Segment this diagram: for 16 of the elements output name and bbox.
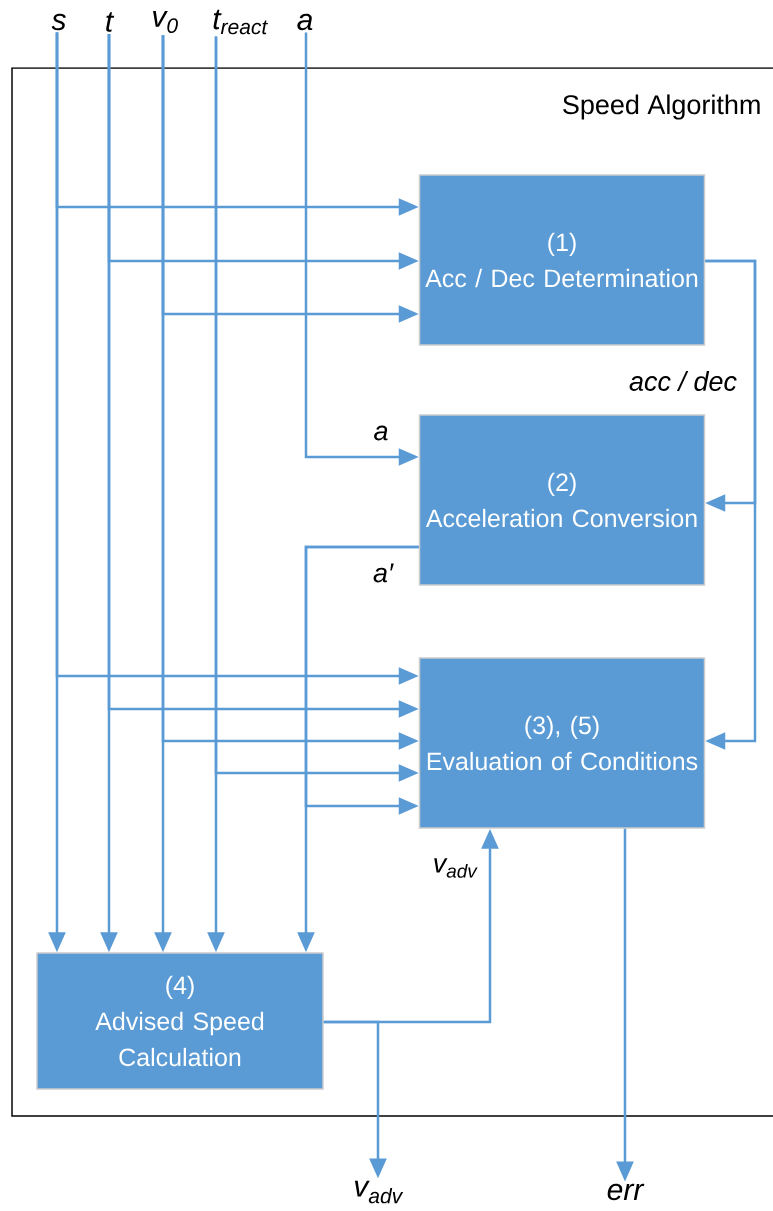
arrow [705,259,757,750]
process-box: (1) Acc / Dec Determination [418,174,706,346]
signal-label: a [297,13,313,31]
edge-label: acc / dec [627,370,738,392]
signal-label: v$_{adv}$ [354,1180,404,1204]
process-box: (2) Acceleration Conversion [418,414,706,586]
process-box: (3), (5) Evaluation of Conditions [418,657,706,829]
edge-label: v$_{adv}$ [431,857,479,879]
edge-label: a [372,424,390,442]
signal-label: t [106,12,115,32]
signal-label: t$_{react}$ [213,9,268,35]
signal-label: v$_{0}$ [153,10,178,34]
signal-label: err [607,1183,645,1201]
signal-label: s [51,13,66,31]
edge-label: a′ [371,562,395,584]
process-box: (4) Advised Speed Calculation [36,952,324,1090]
